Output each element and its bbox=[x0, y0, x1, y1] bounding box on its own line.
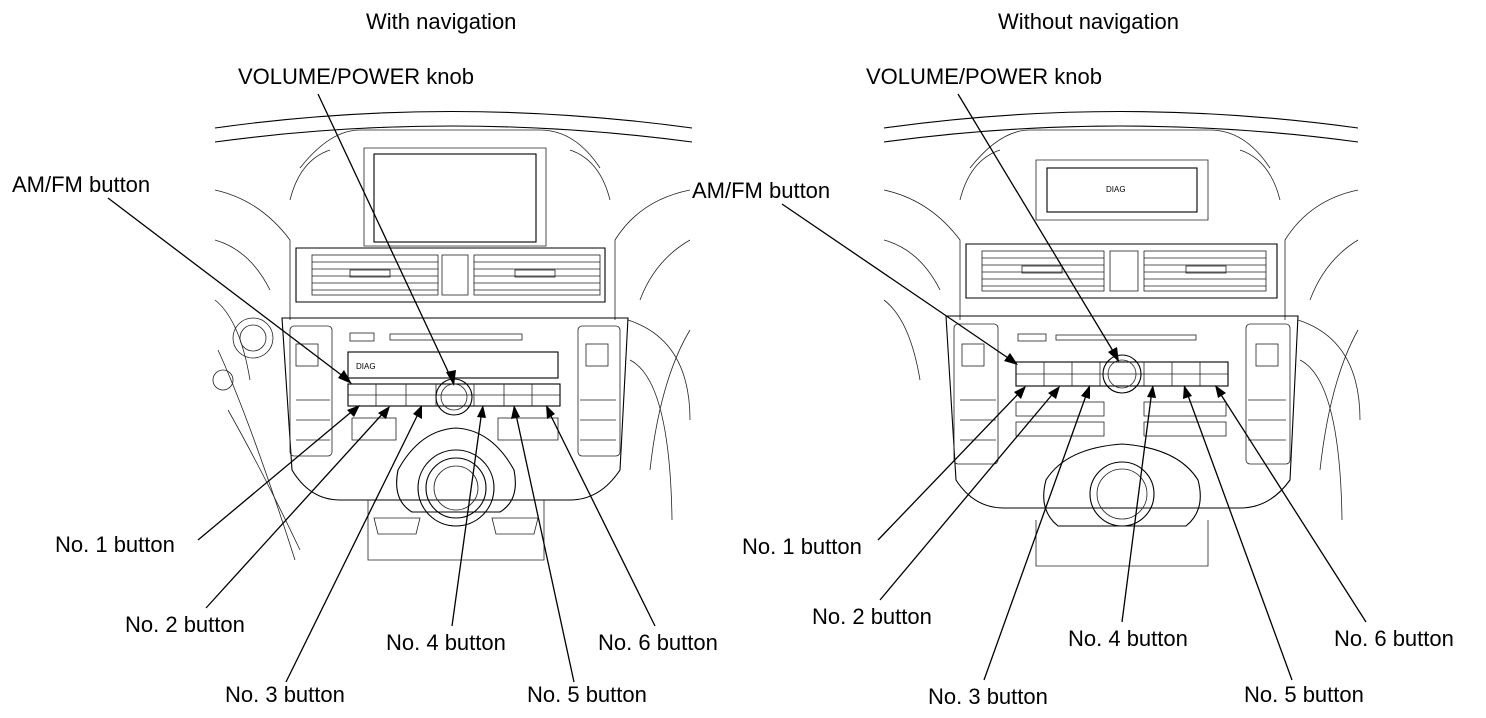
panel-title-without-navigation: Without navigation bbox=[998, 9, 1179, 34]
no1-button-label-right: No. 1 button bbox=[742, 534, 862, 559]
no1-button-label-left: No. 1 button bbox=[55, 532, 175, 557]
panel-with-navigation: DIAG With bbox=[12, 9, 718, 707]
no2-button-label-right: No. 2 button bbox=[812, 604, 932, 629]
no6-button-label-left: No. 6 button bbox=[598, 630, 718, 655]
no3-button-label-left: No. 3 button bbox=[225, 682, 345, 707]
no5-button-label-left: No. 5 button bbox=[527, 682, 647, 707]
amfm-button-label-left: AM/FM button bbox=[12, 172, 150, 197]
volume-power-knob-label-left: VOLUME/POWER knob bbox=[238, 64, 474, 89]
leader-lines-left bbox=[107, 93, 656, 683]
dashboard-illustration-with-navigation: DIAG bbox=[212, 110, 693, 561]
no6-button-label-right: No. 6 button bbox=[1334, 626, 1454, 651]
radio-display-text-right: DIAG bbox=[1106, 185, 1126, 194]
no5-button-label-right: No. 5 button bbox=[1244, 682, 1364, 707]
no3-button-label-right: No. 3 button bbox=[928, 684, 1048, 709]
amfm-button-label-right: AM/FM button bbox=[692, 178, 830, 203]
no4-button-label-right: No. 4 button bbox=[1068, 626, 1188, 651]
panel-title-with-navigation: With navigation bbox=[366, 9, 516, 34]
volume-power-knob-label-right: VOLUME/POWER knob bbox=[866, 64, 1102, 89]
panel-without-navigation: DIAG bbox=[692, 9, 1454, 709]
leader-lines-right bbox=[781, 93, 1367, 681]
no4-button-label-left: No. 4 button bbox=[386, 630, 506, 655]
no2-button-label-left: No. 2 button bbox=[125, 612, 245, 637]
dashboard-illustration-without-navigation: DIAG bbox=[883, 110, 1361, 567]
radio-display-text-left: DIAG bbox=[356, 362, 376, 371]
